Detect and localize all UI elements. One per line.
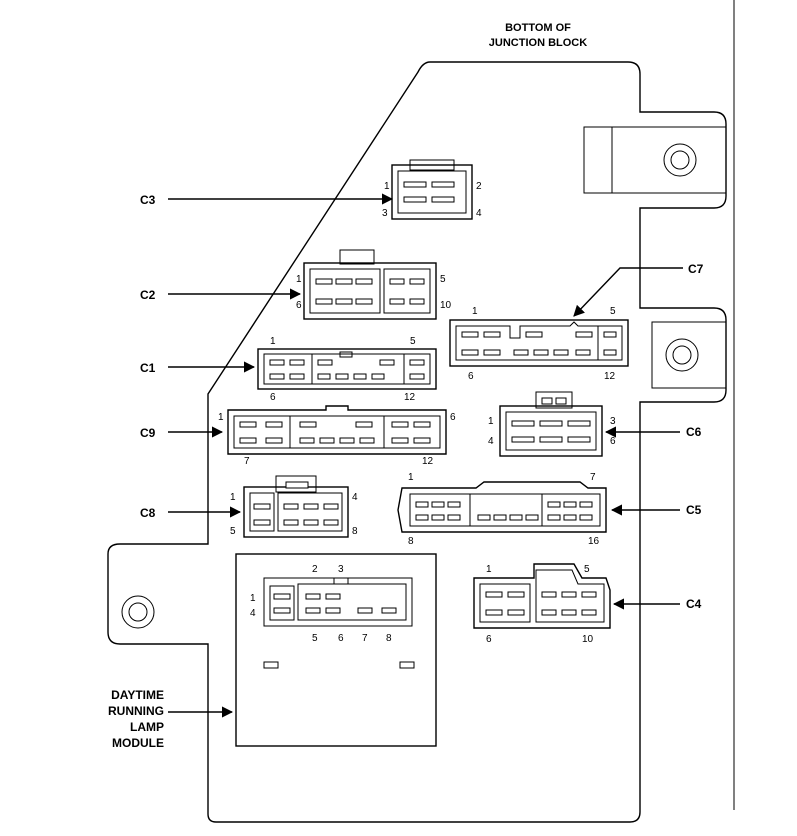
svg-text:1: 1 <box>296 274 302 285</box>
svg-text:2: 2 <box>476 181 482 192</box>
svg-text:6: 6 <box>270 392 276 403</box>
connector-c6: C6 1 3 4 6 <box>488 391 702 457</box>
svg-text:6: 6 <box>296 300 302 311</box>
connector-c8: C8 1 4 5 8 <box>140 475 358 538</box>
svg-text:6: 6 <box>338 633 344 644</box>
connector-c9-label: C9 <box>140 426 156 440</box>
svg-text:16: 16 <box>588 536 600 547</box>
drl-module: 2 3 1 4 5 6 7 8 DAYTIME RUNNING LAMP MOD… <box>108 553 437 750</box>
bolt-hole-middle-icon <box>665 338 699 372</box>
svg-text:1: 1 <box>408 472 414 483</box>
svg-text:6: 6 <box>486 634 492 645</box>
svg-text:3: 3 <box>382 208 388 219</box>
svg-text:3: 3 <box>610 416 616 427</box>
svg-text:3: 3 <box>338 564 344 575</box>
svg-text:1: 1 <box>270 336 276 347</box>
svg-text:5: 5 <box>440 274 446 285</box>
mount-bracket-middle <box>651 321 727 389</box>
svg-text:5: 5 <box>230 526 236 537</box>
svg-text:1: 1 <box>472 306 478 317</box>
svg-text:7: 7 <box>590 472 596 483</box>
svg-text:MODULE: MODULE <box>112 736 164 750</box>
svg-text:5: 5 <box>610 306 616 317</box>
svg-text:12: 12 <box>404 392 416 403</box>
svg-text:4: 4 <box>250 608 256 619</box>
mount-bracket-top <box>583 126 726 194</box>
svg-text:BOTTOM OF: BOTTOM OF <box>505 22 571 34</box>
svg-text:7: 7 <box>362 633 368 644</box>
connector-c3: C3 1 2 3 4 <box>140 159 482 220</box>
svg-text:RUNNING: RUNNING <box>108 704 164 718</box>
connector-c1-label: C1 <box>140 361 156 375</box>
svg-text:1: 1 <box>218 412 224 423</box>
svg-text:4: 4 <box>488 436 494 447</box>
connector-c6-label: C6 <box>686 425 702 439</box>
connector-c4-label: C4 <box>686 597 702 611</box>
svg-text:2: 2 <box>312 564 318 575</box>
svg-text:4: 4 <box>476 208 482 219</box>
connector-c1: C1 1 5 6 12 <box>140 336 437 403</box>
svg-text:12: 12 <box>604 371 616 382</box>
connector-c3-label: C3 <box>140 193 156 207</box>
connector-c2-label: C2 <box>140 288 156 302</box>
mount-bracket-left <box>121 595 155 629</box>
svg-text:6: 6 <box>610 436 616 447</box>
svg-text:7: 7 <box>244 456 250 467</box>
svg-text:8: 8 <box>352 526 358 537</box>
connector-c5: C5 1 7 8 16 <box>397 472 702 547</box>
diagram-title: BOTTOM OF JUNCTION BLOCK <box>489 22 587 49</box>
connector-c2: C2 1 5 6 10 <box>140 249 452 320</box>
svg-text:1: 1 <box>384 181 390 192</box>
bolt-hole-left-icon <box>121 595 155 629</box>
svg-text:8: 8 <box>386 633 392 644</box>
connector-c5-label: C5 <box>686 503 702 517</box>
connector-c7: C7 1 5 6 12 <box>449 262 704 382</box>
drl-module-label: DAYTIME RUNNING LAMP MODULE <box>108 688 164 750</box>
svg-text:5: 5 <box>312 633 318 644</box>
svg-text:6: 6 <box>468 371 474 382</box>
svg-text:1: 1 <box>230 492 236 503</box>
svg-text:1: 1 <box>486 564 492 575</box>
svg-text:DAYTIME: DAYTIME <box>111 688 164 702</box>
connector-c7-label: C7 <box>688 262 704 276</box>
connector-c9: C9 1 6 7 12 <box>140 405 456 467</box>
svg-text:4: 4 <box>352 492 358 503</box>
svg-text:JUNCTION BLOCK: JUNCTION BLOCK <box>489 37 587 49</box>
connector-c8-label: C8 <box>140 506 156 520</box>
svg-text:8: 8 <box>408 536 414 547</box>
svg-text:10: 10 <box>582 634 594 645</box>
svg-text:10: 10 <box>440 300 452 311</box>
connector-c4: C4 1 5 6 10 <box>473 563 702 645</box>
svg-text:1: 1 <box>488 416 494 427</box>
svg-text:LAMP: LAMP <box>130 720 164 734</box>
svg-text:6: 6 <box>450 412 456 423</box>
svg-text:1: 1 <box>250 593 256 604</box>
svg-text:5: 5 <box>410 336 416 347</box>
svg-text:5: 5 <box>584 564 590 575</box>
svg-text:12: 12 <box>422 456 434 467</box>
junction-block-outline <box>107 61 727 823</box>
bolt-hole-top-icon <box>663 143 697 177</box>
